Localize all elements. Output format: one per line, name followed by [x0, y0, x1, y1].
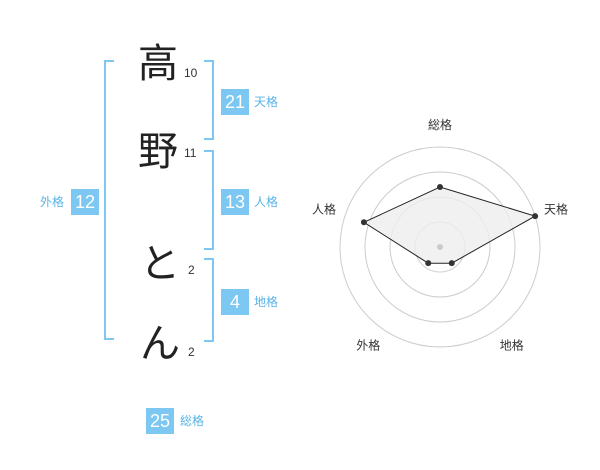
chikaku-bracket	[204, 258, 214, 342]
radar-point-1	[437, 184, 443, 190]
name-char-1: 高	[138, 41, 178, 87]
name-char-2: 野	[138, 129, 178, 175]
chikaku-label: 地格	[254, 295, 279, 309]
gaikaku-value-badge: 12	[71, 189, 99, 215]
name-char-4: ん	[140, 321, 180, 367]
radar-axis-label: 人格	[312, 201, 336, 216]
radar-point-4	[425, 260, 432, 267]
stroke-count-2: 11	[184, 146, 197, 160]
stroke-count-4: 2	[188, 345, 195, 359]
jinkaku-label: 人格	[254, 195, 279, 209]
gaikaku-bracket	[104, 60, 114, 340]
radar-point-2	[532, 213, 539, 220]
radar-axis-label: 総格	[428, 117, 452, 132]
radar-axis-label: 天格	[544, 201, 568, 216]
soukaku-value-badge: 25	[146, 408, 174, 434]
radar-point-3	[448, 260, 455, 267]
stroke-count-1: 10	[184, 66, 198, 80]
jinkaku-bracket	[204, 150, 214, 250]
radar-point-5	[360, 219, 367, 226]
radar-polygon	[362, 186, 537, 264]
radar-ring	[364, 171, 516, 323]
soukaku-label: 総格	[180, 414, 205, 428]
gaikaku-label: 外格	[40, 195, 65, 209]
chikaku-value-badge: 4	[221, 289, 249, 315]
tenkaku-label: 天格	[254, 95, 279, 109]
radar-ring	[339, 146, 541, 348]
tenkaku-value-badge: 21	[221, 89, 249, 115]
tenkaku-bracket	[204, 60, 214, 140]
radar-axis-label: 地格	[500, 338, 524, 353]
name-char-3: と	[140, 241, 180, 287]
radar-center-dot	[437, 244, 443, 250]
jinkaku-value-badge: 13	[221, 189, 249, 215]
stroke-count-3: 2	[188, 263, 195, 277]
radar-axis-label: 外格	[356, 338, 380, 353]
